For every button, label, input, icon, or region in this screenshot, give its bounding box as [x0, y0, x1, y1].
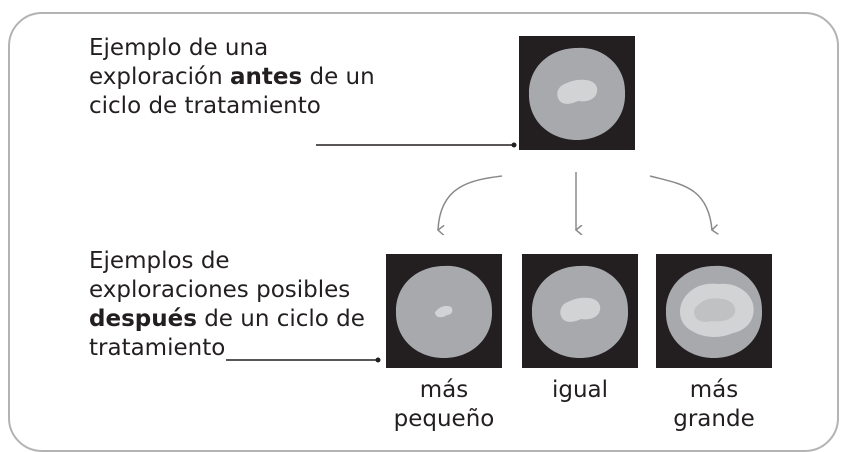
before-line-3: ciclo de tratamiento [89, 93, 321, 119]
lesion-shape [560, 297, 601, 322]
caption-same-line-1: igual [551, 377, 609, 403]
scan-before [519, 36, 635, 150]
before-line-2-pre: exploración [89, 64, 223, 90]
before-leader-dot [511, 142, 517, 148]
after-emphasis: después [89, 306, 197, 332]
caption-smaller: más pequeño [374, 376, 514, 434]
lesion-shape [434, 306, 453, 318]
scan-smaller [386, 254, 502, 368]
caption-smaller-line-2: pequeño [393, 406, 495, 432]
lesion-shape [557, 79, 598, 104]
before-emphasis: antes [229, 64, 303, 90]
before-scan-description: Ejemplo de una exploración antes de un c… [89, 34, 389, 121]
caption-larger-line-1: más [689, 377, 739, 403]
before-line-2-post: de un [309, 64, 375, 90]
before-line-1: Ejemplo de una [89, 35, 269, 61]
caption-larger: más grande [644, 376, 784, 434]
after-line-2: exploraciones posibles [89, 277, 351, 303]
caption-smaller-line-1: más [419, 377, 469, 403]
after-line-1: Ejemplos de [89, 248, 230, 274]
after-leader-dot [375, 357, 381, 363]
scan-same [522, 254, 638, 368]
diagram-graphics [226, 36, 772, 368]
after-scans-description: Ejemplos de exploraciones posibles despu… [89, 247, 389, 363]
caption-larger-line-2: grande [673, 406, 755, 432]
scan-larger [656, 254, 772, 368]
caption-same: igual [510, 376, 650, 405]
arrow-to-smaller [438, 175, 503, 230]
lesion-core-shape [694, 298, 736, 322]
arrow-to-larger [649, 175, 712, 230]
after-line-4: tratamiento [89, 335, 226, 361]
after-line-3-post: de un ciclo de [204, 306, 365, 332]
